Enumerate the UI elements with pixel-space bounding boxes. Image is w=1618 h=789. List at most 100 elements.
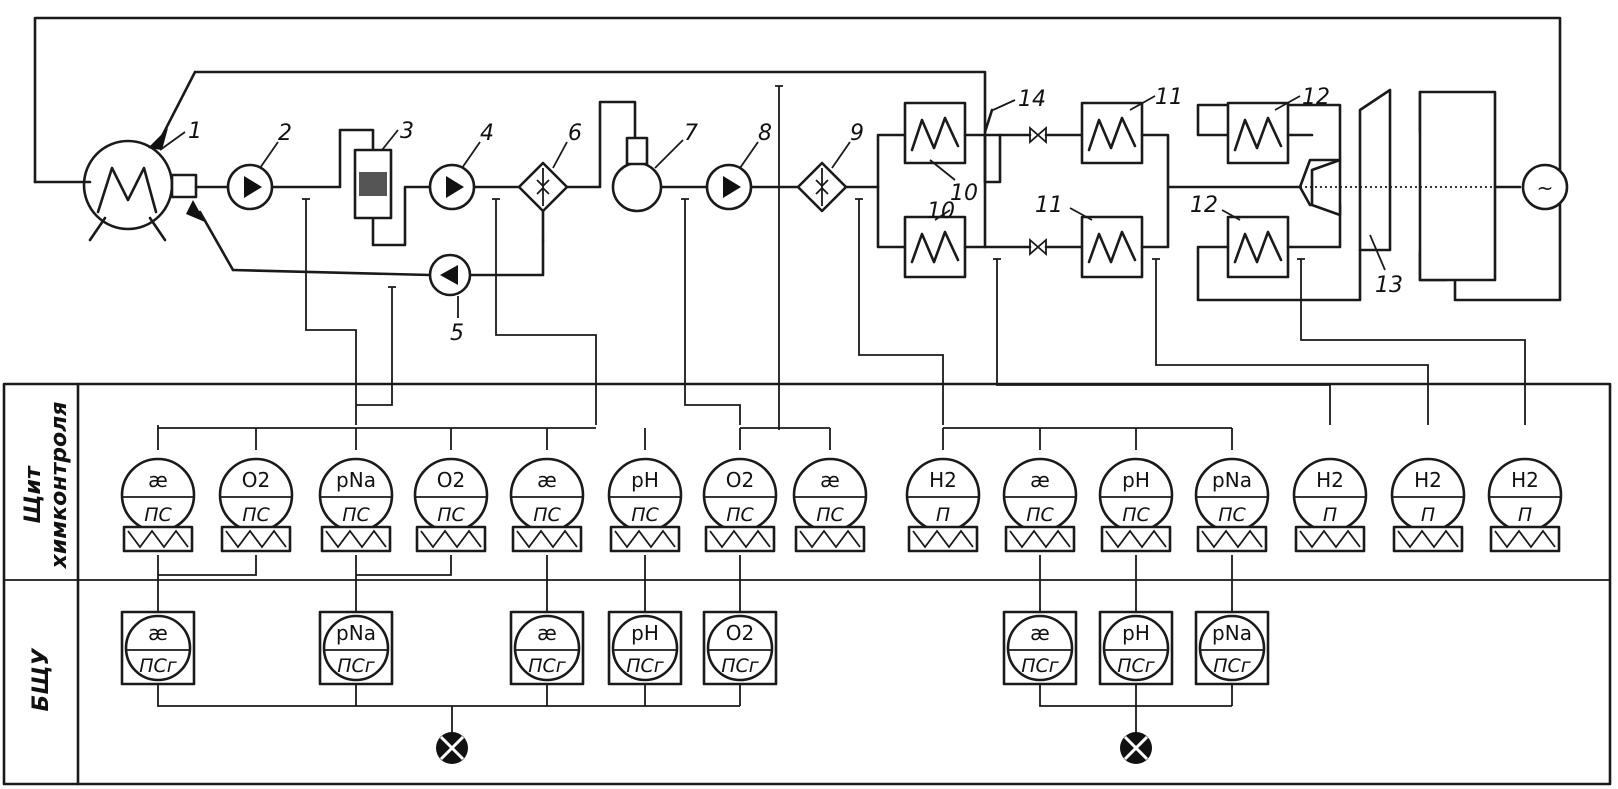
instrument-type: П — [1421, 504, 1435, 526]
panel-connections — [157, 555, 1233, 735]
instrument-parameter: O2 — [726, 468, 754, 492]
heater-10-top — [903, 101, 967, 165]
instrument-type: ПС — [816, 504, 844, 526]
alarm-lamp-right — [1120, 732, 1152, 764]
instrument-parameter: æ — [537, 468, 557, 492]
pump-2 — [226, 163, 274, 211]
instrument-type: ПСг — [721, 655, 760, 677]
instrument-type: ПС — [144, 504, 172, 526]
pump-4 — [428, 163, 476, 211]
instrument-type: ПСг — [1117, 655, 1156, 677]
recorder-box — [1004, 525, 1076, 553]
instrument-parameter: H2 — [1316, 468, 1344, 492]
recorder-box — [1489, 525, 1561, 553]
label-10-top: 10 — [950, 181, 978, 206]
instrument-type: ПС — [726, 504, 754, 526]
return-arrow-head-1 — [148, 128, 168, 150]
label-4: 4 — [480, 121, 494, 146]
reheater-12-loop — [1196, 103, 1342, 189]
generator-symbol: ~ — [1537, 176, 1554, 200]
component-labels: 1 2 3 4 5 6 7 8 9 10 10 11 11 1 — [159, 85, 1403, 346]
control-room-label: БЩУ — [29, 648, 54, 712]
heater-12-bottom — [1226, 215, 1290, 279]
instrument-type: ПС — [1218, 504, 1246, 526]
alarm-lamp-left — [436, 732, 468, 764]
inner-return-pipe — [193, 70, 987, 184]
label-12-top: 12 — [1302, 85, 1330, 110]
label-2: 2 — [278, 121, 292, 146]
filter-3 — [353, 148, 393, 220]
label-11-top: 11 — [1155, 85, 1183, 110]
instrument-parameter: æ — [537, 621, 557, 645]
instrument-parameter: pNa — [1212, 621, 1252, 645]
instrument-parameter: pNa — [1212, 468, 1252, 492]
heater-11-outlet — [1140, 133, 1302, 249]
instrument-parameter: æ — [1030, 621, 1050, 645]
recorder-box — [320, 525, 392, 553]
instrument-type: ПСг — [626, 655, 665, 677]
label-9: 9 — [850, 121, 864, 146]
instrument-parameter: O2 — [437, 468, 465, 492]
recorder-box — [1392, 525, 1464, 553]
turbine-13 — [1300, 88, 1522, 282]
chem-panel-label-line2: химконтроля — [47, 402, 72, 570]
chem-instrument: æПС — [792, 457, 868, 553]
valve-top — [998, 126, 1084, 144]
label-5: 5 — [450, 321, 464, 346]
recirculation-pipe — [231, 238, 545, 277]
generator: ~ — [1521, 163, 1569, 211]
instrument-parameter: æ — [1030, 468, 1050, 492]
instrument-parameter: pH — [631, 468, 659, 492]
boiler-1 — [82, 139, 198, 242]
recorder-box — [220, 525, 292, 553]
recorder-box — [704, 525, 776, 553]
instrument-parameter: H2 — [1414, 468, 1442, 492]
heater-11-top — [1080, 101, 1144, 165]
chem-instrument: H2П — [905, 457, 981, 553]
instrument-type: ПС — [1122, 504, 1150, 526]
instrument-parameter: H2 — [929, 468, 957, 492]
instrument-type: ПСг — [1021, 655, 1060, 677]
label-3: 3 — [400, 119, 414, 144]
instrument-parameter: pNa — [336, 621, 376, 645]
inner-return-arrow-line — [158, 70, 197, 142]
instrument-type: ПС — [631, 504, 659, 526]
chem-panel-instruments: æПСO2ПСpNaПСO2ПСæПСpHПСO2ПСæПСH2ПæПСpHПС… — [120, 457, 1563, 553]
control-room-instrument: pH ПСг — [1098, 610, 1174, 686]
deaerator-7 — [611, 136, 663, 213]
pump-8 — [705, 163, 753, 211]
heat-exchanger-6 — [517, 161, 569, 242]
heater-11-bottom — [1080, 215, 1144, 279]
chem-instrument: H2П — [1390, 457, 1466, 553]
heater-12-top — [1226, 101, 1290, 165]
process-flow-scheme: ~ 1 2 3 4 5 6 — [33, 16, 1569, 346]
instrument-parameter: æ — [820, 468, 840, 492]
bypass-14 — [983, 108, 1002, 184]
instrument-type: ПС — [437, 504, 465, 526]
instrument-parameter: æ — [148, 621, 168, 645]
recorder-box — [415, 525, 487, 553]
main-pipe-1 — [194, 128, 375, 189]
heater-10-manifold — [876, 133, 907, 249]
instrument-parameter: pH — [1122, 621, 1150, 645]
chem-instrument: æПС — [509, 457, 585, 553]
label-11-bottom: 11 — [1035, 193, 1063, 218]
sampling-points — [302, 85, 1305, 320]
chem-instrument: æПС — [120, 457, 196, 553]
label-10-bottom: 10 — [927, 199, 955, 224]
recorder-box — [907, 525, 979, 553]
recorder-box — [511, 525, 583, 553]
recorder-box — [1100, 525, 1172, 553]
main-pipe-3 — [472, 100, 637, 189]
panels-frame: Щит химконтроля БЩУ — [2, 382, 1612, 786]
label-1: 1 — [188, 119, 202, 144]
instrument-type: П — [1323, 504, 1337, 526]
